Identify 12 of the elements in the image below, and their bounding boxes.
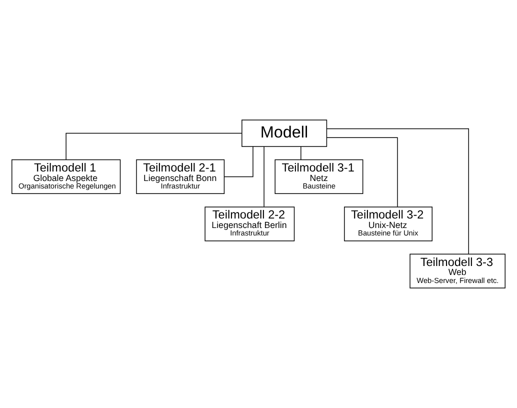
node-box: Teilmodell 3-3 Web Web-Server, Firewall etc. — [410, 254, 506, 288]
connector — [326, 128, 469, 254]
node-box: Teilmodell 1 Globale Aspekte Organisatorische Regelungen — [12, 159, 121, 194]
node-box: Teilmodell 2-1 Liegenschaft Bonn Infrastruktur — [136, 159, 225, 194]
connector — [326, 137, 398, 208]
node-box: Teilmodell 2-2 Liegenschaft Berlin Infrastruktur — [204, 206, 295, 242]
connector — [300, 146, 302, 160]
node-box: Modell — [242, 120, 328, 147]
connector — [66, 132, 242, 160]
node-box: Teilmodell 3-1 Netz Bausteine — [274, 159, 364, 194]
node-box: Teilmodell 3-2 Unix-Netz Bausteine für Unix — [344, 206, 432, 242]
connector — [224, 146, 254, 178]
